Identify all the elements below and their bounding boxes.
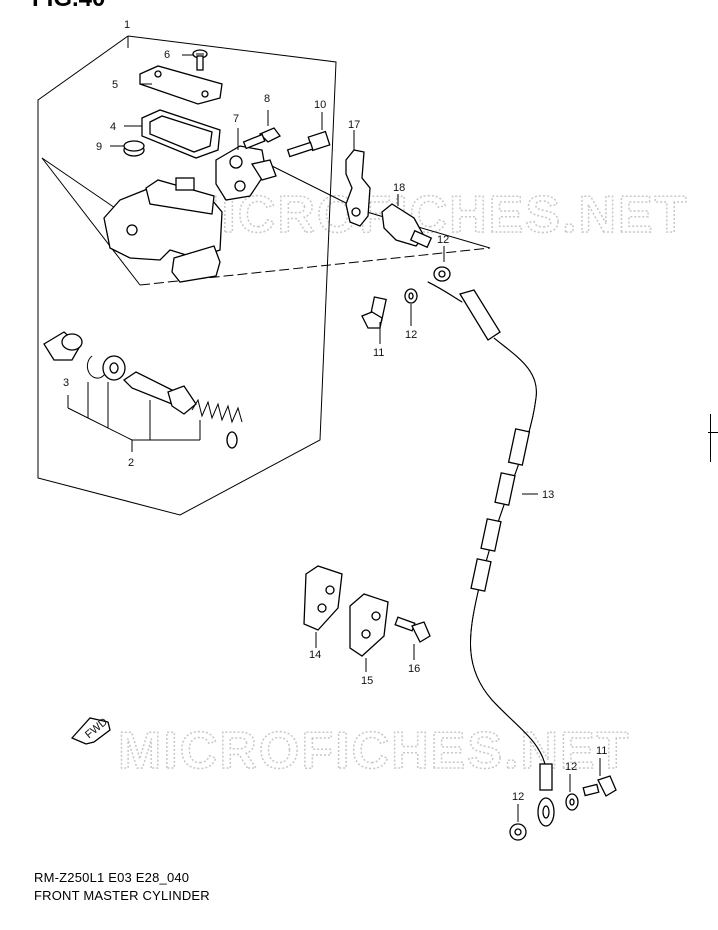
callout-12-a: 12 (437, 234, 449, 246)
bolt-10 (286, 112, 331, 158)
callout-8: 8 (264, 93, 270, 105)
dust-boot (43, 331, 83, 361)
callout-leaders (315, 304, 601, 822)
watermark-upper: MICROFICHES.NET (176, 186, 688, 244)
assembly-outline (37, 35, 491, 516)
washer-12-lower-a (565, 793, 579, 811)
callout-11-a: 11 (373, 347, 384, 359)
figure-caption: FRONT MASTER CYLINDER (34, 888, 210, 903)
diaphragm-plate (124, 109, 221, 159)
washer (102, 355, 126, 381)
watermark-lower: MICROFICHES.NET (118, 722, 630, 780)
reservoir-cap (139, 65, 223, 105)
callout-12-c: 12 (565, 761, 577, 773)
lever-clamp (215, 128, 277, 201)
washer-12-upper (433, 246, 451, 282)
callout-4: 4 (110, 121, 116, 133)
callout-5: 5 (112, 79, 118, 91)
figure-title: FIG.40 (32, 0, 105, 12)
bolt-16 (394, 616, 431, 643)
washer-12-lower-b (509, 823, 527, 841)
callout-12-d: 12 (512, 791, 524, 803)
piston-kit (122, 371, 243, 449)
screw-part (182, 49, 208, 71)
callout-6: 6 (164, 49, 170, 61)
page-edge-mark (708, 432, 718, 433)
callout-1: 1 (124, 19, 130, 31)
bolt-8 (242, 110, 281, 150)
callout-17: 17 (348, 119, 360, 131)
callout-13: 13 (542, 489, 554, 501)
clutch-switch (381, 194, 433, 249)
callout-9: 9 (96, 141, 102, 153)
callout-labels: 1 6 5 8 10 7 4 17 9 18 12 12 11 3 2 13 1… (63, 19, 607, 803)
callout-14: 14 (309, 649, 321, 661)
callout-2: 2 (128, 457, 134, 469)
hose-holder-14 (303, 565, 343, 631)
callout-15: 15 (361, 675, 373, 687)
callout-12-b: 12 (405, 329, 417, 341)
fwd-arrow-icon: FWD (70, 716, 111, 745)
cap-knob (110, 140, 145, 157)
callout-18: 18 (393, 182, 405, 194)
callout-3: 3 (63, 377, 69, 389)
master-cylinder-body (103, 177, 223, 283)
clutch-lever (345, 130, 371, 227)
callout-11-b: 11 (596, 745, 607, 757)
washer-12-mid (404, 288, 418, 304)
callout-16: 16 (408, 663, 420, 675)
banjo-bolt-lower (582, 775, 617, 797)
callout-7: 7 (233, 113, 239, 125)
callout-10: 10 (314, 99, 326, 111)
clutch-hose (427, 281, 555, 827)
page-edge-bracket (710, 414, 711, 462)
model-code: RM-Z250L1 E03 E28_040 (34, 870, 190, 885)
banjo-bolt-upper (361, 296, 387, 329)
hose-holder-15 (349, 593, 389, 657)
